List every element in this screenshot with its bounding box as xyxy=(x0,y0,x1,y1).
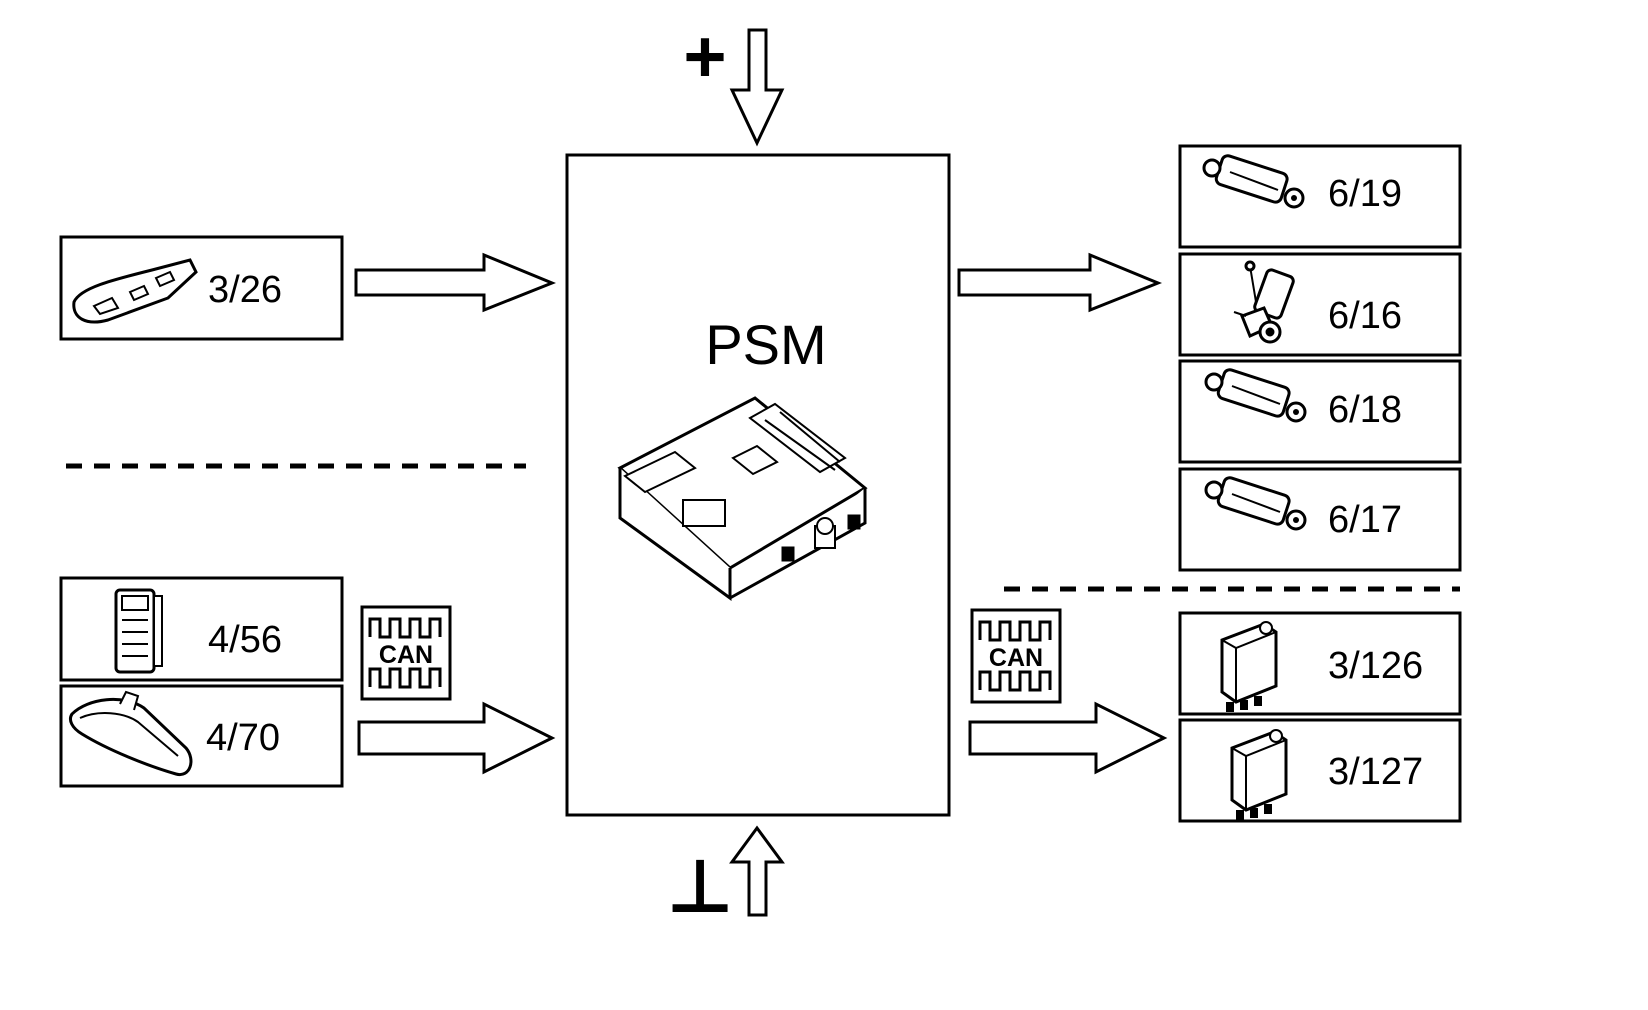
power-plus-symbol: + xyxy=(683,15,726,98)
psm-module-label: PSM xyxy=(705,313,826,376)
can-label-right: CAN xyxy=(989,644,1043,672)
can-output-arrow xyxy=(968,701,1168,775)
output-6-18: 6/18 xyxy=(1178,359,1462,464)
output-3-126: 3/126 xyxy=(1178,611,1462,716)
ground-symbol: ⊥ xyxy=(666,845,734,928)
can-input-arrow xyxy=(357,701,556,775)
output-6-19: 6/19 xyxy=(1178,144,1462,249)
output-label: 6/17 xyxy=(1328,499,1402,541)
rear-view-mirror-icon xyxy=(68,690,193,777)
input-4-70: 4/70 xyxy=(59,684,344,788)
can-bus-icon-right: CAN xyxy=(970,608,1062,704)
output-label: 6/16 xyxy=(1328,295,1402,337)
hardwired-output-arrow xyxy=(957,252,1163,313)
can-bus-icon-left: CAN xyxy=(360,605,452,701)
control-module-icon xyxy=(617,396,868,601)
input-4-56: 4/56 xyxy=(59,576,344,682)
switch-panel-icon xyxy=(72,258,198,324)
output-label: 3/127 xyxy=(1328,751,1423,793)
output-label: 3/126 xyxy=(1328,645,1423,687)
can-label-left: CAN xyxy=(379,641,433,669)
motor-with-bracket-icon xyxy=(1233,260,1295,344)
output-label: 6/18 xyxy=(1328,389,1402,431)
input-label: 4/56 xyxy=(208,619,282,661)
ground-arrow xyxy=(729,825,785,917)
power-in-arrow xyxy=(729,28,785,147)
input-label: 4/70 xyxy=(206,717,280,759)
output-3-127: 3/127 xyxy=(1178,718,1462,823)
input-label: 3/26 xyxy=(208,269,282,311)
output-6-16: 6/16 xyxy=(1178,252,1462,357)
output-6-17: 6/17 xyxy=(1178,467,1462,572)
instrument-cluster-icon xyxy=(114,588,163,674)
input-3-26: 3/26 xyxy=(59,235,344,341)
hardwired-input-arrow xyxy=(354,252,557,313)
output-label: 6/19 xyxy=(1328,173,1402,215)
